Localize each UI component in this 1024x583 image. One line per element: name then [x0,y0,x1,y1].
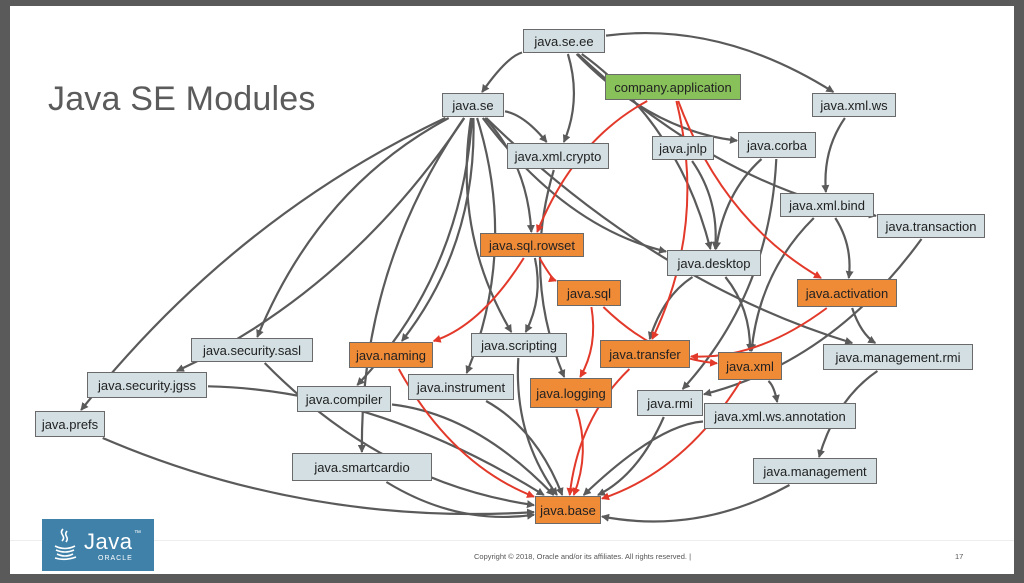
edge-java-management-to-java-base [601,484,791,523]
edge-java-transaction-to-java-rmi [703,238,923,397]
edge-java-se-to-java-scripting [465,117,513,333]
edge-java-sql-rowset-to-java-scripting [524,257,539,333]
edge-java-xml-ws-to-java-xml-bind [821,117,846,193]
module-java-transfer: java.transfer [600,340,690,368]
module-java-activation: java.activation [797,279,897,307]
edge-java-sql-rowset-to-java-sql [538,257,557,283]
edge-java-xml-ws-annotation-to-java-base [582,420,704,496]
edge-java-activation-to-java-transfer [690,307,828,361]
module-java-jnlp: java.jnlp [652,136,714,160]
edge-java-se-ee-to-java-xml-crypto [562,53,575,143]
edge-java-scripting-to-java-base [516,357,558,496]
module-java-scripting: java.scripting [471,333,567,357]
edge-java-activation-to-java-management-rmi [851,307,877,344]
copyright-text: Copyright © 2018, Oracle and/or its affi… [474,552,692,561]
edge-java-instrument-to-java-base [485,400,564,496]
edge-java-corba-to-java-rmi [681,158,778,390]
slide-number: 17 [955,552,964,561]
module-java-management-rmi: java.management.rmi [823,344,973,370]
module-java-xml-ws: java.xml.ws [812,93,896,117]
module-java-se-ee: java.se.ee [523,29,605,53]
edge-java-logging-to-java-base [572,408,584,496]
footer-bar [10,540,1014,574]
module-company-application: company.application [605,74,741,100]
edge-java-sql-to-java-logging [579,306,595,378]
module-java-xml-ws-annotation: java.xml.ws.annotation [704,403,856,429]
module-java-smartcardio: java.smartcardio [292,453,432,481]
edge-java-desktop-to-java-xml [724,276,755,352]
edge-java-se-to-java-security-jgss [175,117,466,372]
module-java-prefs: java.prefs [35,411,105,437]
edge-java-se-to-java-naming [401,117,475,342]
edge-java-se-to-java-prefs [80,117,446,411]
module-java-corba: java.corba [738,132,816,158]
module-java-instrument: java.instrument [408,374,514,400]
module-java-security-sasl: java.security.sasl [191,338,313,362]
edge-java-se-ee-to-java-xml-ws [605,31,835,93]
module-java-rmi: java.rmi [637,390,703,416]
module-java-xml-bind: java.xml.bind [780,193,874,217]
module-java-se: java.se [442,93,504,117]
edge-java-xml-bind-to-java-xml [748,217,815,352]
java-oracle-logo: Java ™ ORACLE [42,519,154,571]
module-java-sql: java.sql [557,280,621,306]
slide-title: Java SE Modules [48,80,316,118]
edge-java-xml-to-java-base [601,380,742,501]
edge-java-sql-rowset-to-java-naming [432,257,525,343]
edge-java-se-to-java-xml-crypto [504,110,548,143]
edge-java-compiler-to-java-base [391,403,555,496]
module-java-security-jgss: java.security.jgss [87,372,207,398]
logo-oracle: ORACLE [98,555,133,562]
module-java-sql-rowset: java.sql.rowset [480,233,584,257]
module-java-xml-crypto: java.xml.crypto [507,143,609,169]
edge-java-transfer-to-java-base [566,368,631,496]
edge-java-smartcardio-to-java-base [385,481,535,520]
edge-java-se-to-java-sql-rowset [484,117,535,233]
edge-java-security-jgss-to-java-base [207,385,545,496]
edge-java-corba-to-java-desktop [713,158,763,250]
module-java-desktop: java.desktop [667,250,761,276]
edge-java-jnlp-to-java-desktop [691,160,720,250]
module-java-compiler: java.compiler [297,386,391,412]
module-java-base: java.base [535,496,601,524]
edge-java-xml-bind-to-java-activation [834,217,854,279]
edge-java-se-ee-to-java-se [481,51,523,93]
edge-java-se-to-java-desktop [481,117,667,254]
module-java-logging: java.logging [530,378,612,408]
java-cup-icon [54,528,77,561]
edge-java-xml-to-java-xml-ws-annotation [767,380,780,403]
edge-company-application-to-java-transfer [651,100,689,340]
edge-java-se-ee-to-java-corba [575,53,738,144]
logo-trademark: ™ [134,530,141,537]
module-java-naming: java.naming [349,342,433,368]
edge-java-rmi-to-java-base [597,416,665,496]
logo-wordmark: Java [84,529,133,554]
module-java-transaction: java.transaction [877,214,985,238]
module-java-management: java.management [753,458,877,484]
edge-company-application-to-java-activation [677,100,822,279]
edge-java-se-to-java-security-sasl [256,117,450,338]
module-java-xml: java.xml [718,352,782,380]
